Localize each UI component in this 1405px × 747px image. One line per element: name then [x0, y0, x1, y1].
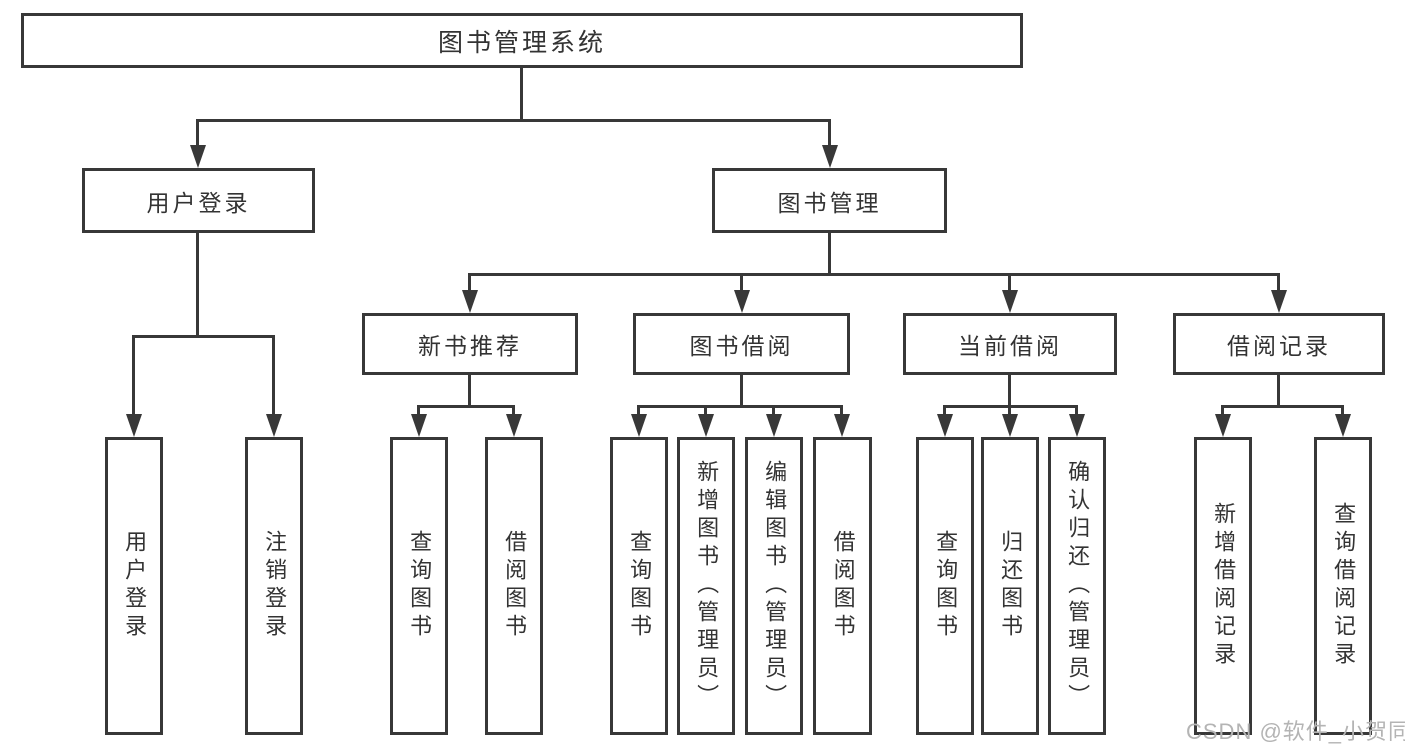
arrowhead-icon — [766, 414, 782, 437]
connector-line — [417, 405, 420, 417]
node-book-borrow: 图书借阅 — [633, 313, 850, 375]
arrowhead-icon — [266, 414, 282, 437]
arrowhead-icon — [1271, 290, 1287, 313]
arrowhead-icon — [631, 414, 647, 437]
connector-line — [468, 375, 471, 405]
leaf-borrow-add-books-admin: 新增图书（管理员） — [677, 437, 735, 735]
arrowhead-icon — [698, 414, 714, 437]
connector-line — [1277, 375, 1280, 405]
connector-line — [417, 405, 515, 408]
arrowhead-icon — [937, 414, 953, 437]
arrowhead-icon — [734, 290, 750, 313]
leaf-current-query-books: 查询图书 — [916, 437, 974, 735]
node-book-management: 图书管理 — [712, 168, 947, 233]
connector-line — [828, 119, 831, 148]
leaf-borrow-edit-books-admin: 编辑图书（管理员） — [745, 437, 803, 735]
connector-line — [196, 233, 199, 335]
connector-line — [772, 405, 775, 417]
leaf-borrow-query-books: 查询图书 — [610, 437, 668, 735]
arrowhead-icon — [822, 145, 838, 168]
arrowhead-icon — [1215, 414, 1231, 437]
leaf-recommend-query-books: 查询图书 — [390, 437, 448, 735]
node-borrow-records: 借阅记录 — [1173, 313, 1385, 375]
connector-line — [196, 119, 199, 148]
connector-line — [944, 405, 1078, 408]
connector-line — [1341, 405, 1344, 417]
connector-line — [272, 335, 275, 417]
arrowhead-icon — [411, 414, 427, 437]
connector-line — [704, 405, 707, 417]
connector-line — [637, 405, 843, 408]
leaf-records-query-borrow-record: 查询借阅记录 — [1314, 437, 1372, 735]
connector-line — [828, 233, 831, 275]
connector-line — [740, 273, 743, 293]
connector-line — [1277, 273, 1280, 293]
arrowhead-icon — [1069, 414, 1085, 437]
node-library-management-system: 图书管理系统 — [21, 13, 1023, 68]
connector-line — [1222, 405, 1344, 408]
connector-line — [468, 273, 1280, 276]
connector-line — [637, 405, 640, 417]
leaf-logout: 注销登录 — [245, 437, 303, 735]
arrowhead-icon — [506, 414, 522, 437]
connector-line — [132, 335, 275, 338]
leaf-records-add-borrow-record: 新增借阅记录 — [1194, 437, 1252, 735]
connector-line — [1008, 375, 1011, 405]
leaf-recommend-borrow-books: 借阅图书 — [485, 437, 543, 735]
connector-line — [512, 405, 515, 417]
node-user-login: 用户登录 — [82, 168, 315, 233]
arrowhead-icon — [126, 414, 142, 437]
connector-line — [1075, 405, 1078, 417]
leaf-current-return-books: 归还图书 — [981, 437, 1039, 735]
connector-line — [1008, 273, 1011, 293]
connector-line — [196, 119, 831, 122]
node-current-borrow: 当前借阅 — [903, 313, 1117, 375]
connector-line — [1008, 405, 1011, 417]
arrowhead-icon — [1335, 414, 1351, 437]
arrowhead-icon — [190, 145, 206, 168]
arrowhead-icon — [834, 414, 850, 437]
leaf-current-confirm-return-admin: 确认归还（管理员） — [1048, 437, 1106, 735]
connector-line — [132, 335, 135, 417]
arrowhead-icon — [1002, 414, 1018, 437]
leaf-user-login: 用户登录 — [105, 437, 163, 735]
arrowhead-icon — [462, 290, 478, 313]
connector-line — [740, 375, 743, 405]
node-new-book-recommend: 新书推荐 — [362, 313, 578, 375]
connector-line — [1221, 405, 1224, 417]
leaf-borrow-lend-books: 借阅图书 — [813, 437, 872, 735]
arrowhead-icon — [1002, 290, 1018, 313]
watermark: CSDN @软件_小贺同学 — [1186, 719, 1405, 744]
connector-line — [520, 68, 523, 119]
connector-line — [943, 405, 946, 417]
connector-line — [840, 405, 843, 417]
connector-line — [468, 273, 471, 293]
